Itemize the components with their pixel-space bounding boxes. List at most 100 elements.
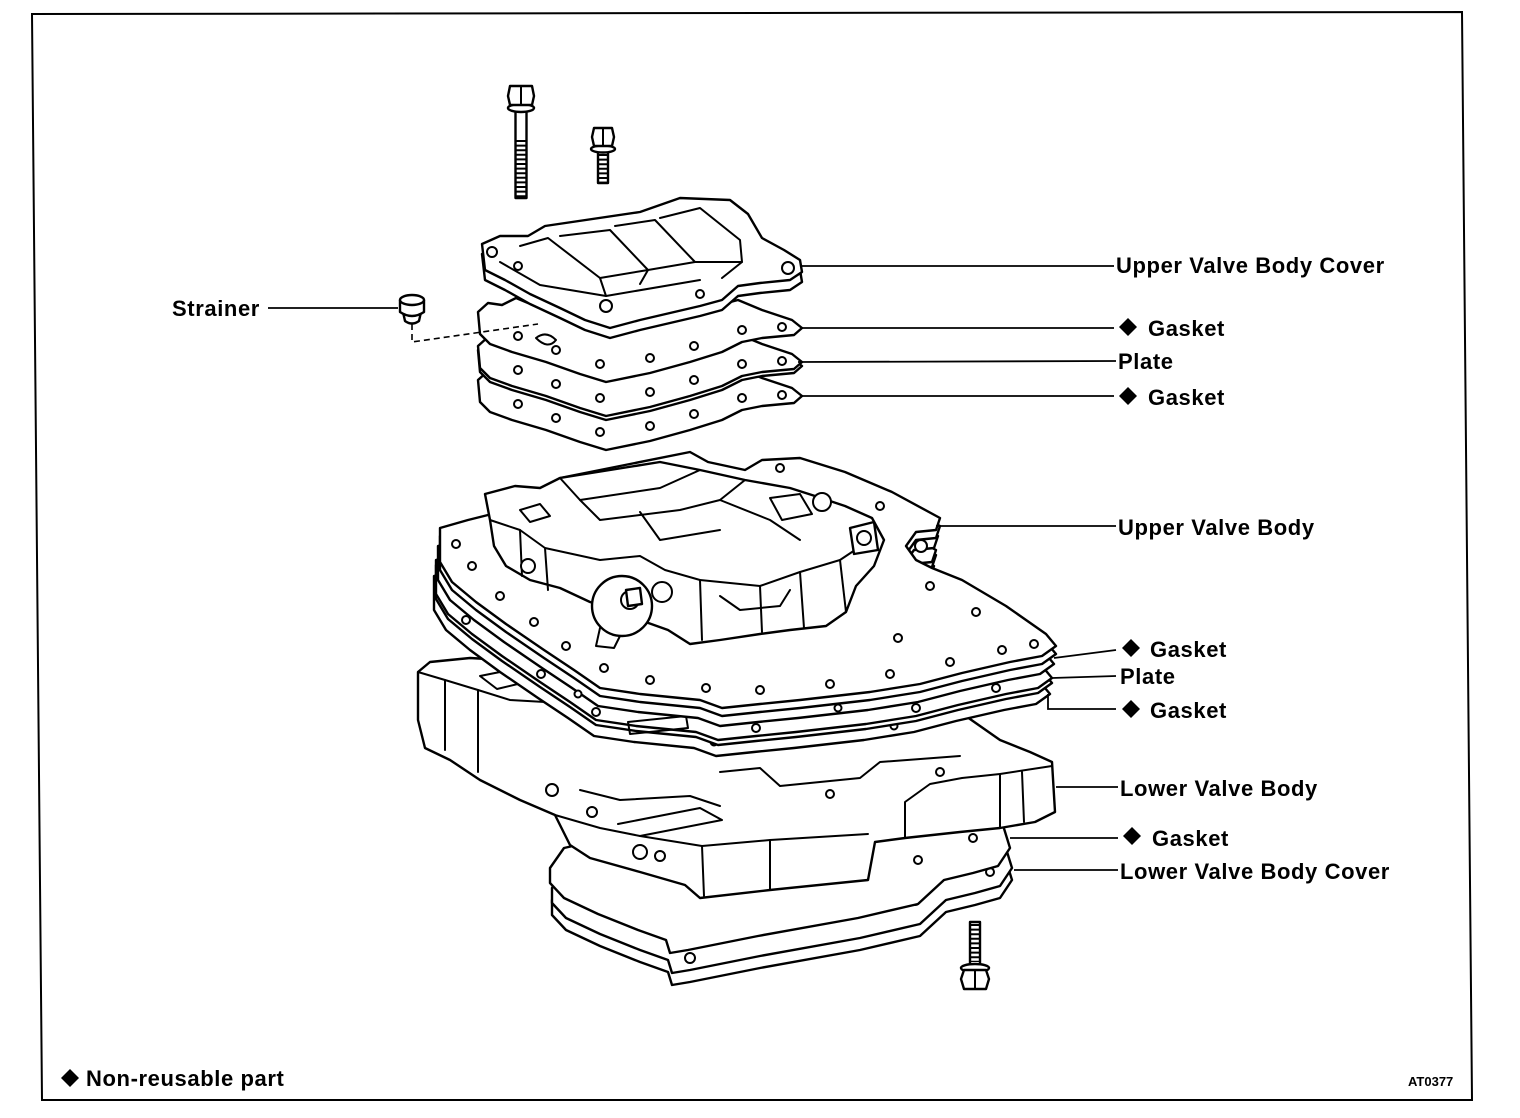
leader-line bbox=[1047, 694, 1116, 710]
bolt-hole bbox=[536, 669, 546, 679]
detail-line bbox=[519, 503, 551, 523]
lower-gasket-drawing bbox=[548, 802, 1012, 955]
detail-line bbox=[659, 207, 743, 279]
detail-line bbox=[559, 229, 649, 285]
callout-lower-valve-body-cover: Lower Valve Body Cover bbox=[1120, 859, 1390, 884]
bolt-hole bbox=[645, 421, 655, 431]
non-reusable-diamond-icon bbox=[61, 1069, 79, 1087]
bolt-hole bbox=[495, 591, 505, 601]
bolt-hole bbox=[573, 689, 583, 699]
bolt-hole bbox=[595, 393, 605, 403]
upper-valve-body-cover-drawing bbox=[480, 196, 804, 340]
detail-line bbox=[599, 261, 743, 279]
leader-lines bbox=[268, 265, 1118, 871]
detail-line bbox=[719, 499, 801, 541]
bolt-hole bbox=[689, 375, 699, 385]
lower-plate-drawing bbox=[434, 482, 1054, 747]
strainer-drawing bbox=[398, 293, 426, 325]
leader-line bbox=[1053, 649, 1117, 659]
bolt-hole bbox=[654, 850, 666, 862]
bolt-hole bbox=[595, 427, 605, 437]
bolt-hole bbox=[775, 463, 785, 473]
bolt-hole bbox=[461, 615, 471, 625]
bolt-hole bbox=[737, 393, 747, 403]
bolt-hole bbox=[513, 331, 523, 341]
bolt-hole bbox=[486, 246, 498, 258]
callout-lower-cover-gasket: Gasket bbox=[1152, 826, 1229, 851]
bolt-hole bbox=[689, 341, 699, 351]
strainer-top bbox=[398, 293, 426, 307]
non-reusable-diamond-icon bbox=[1119, 387, 1137, 405]
detail-line bbox=[799, 571, 805, 629]
non-reusable-diamond-icon bbox=[1122, 639, 1140, 657]
plate-cutout bbox=[627, 715, 689, 735]
port bbox=[520, 558, 536, 574]
bolt-hole bbox=[595, 359, 605, 369]
bolt-hole bbox=[925, 581, 935, 591]
figure-code: AT0377 bbox=[1408, 1074, 1453, 1089]
bolt-hole bbox=[885, 669, 895, 679]
callout-lower-valve-body: Lower Valve Body bbox=[1120, 776, 1318, 801]
bolt-hole bbox=[451, 539, 461, 549]
bolt-hole bbox=[529, 617, 539, 627]
bolt-hole bbox=[513, 365, 523, 375]
long-bolt-icon bbox=[506, 84, 536, 200]
bolt-hole bbox=[701, 683, 711, 693]
non-reusable-diamond-icon bbox=[1122, 700, 1140, 718]
bolt-hole bbox=[591, 707, 601, 717]
detail-line bbox=[535, 333, 557, 346]
bolt-hole bbox=[513, 261, 523, 271]
non-reusable-diamond-icon bbox=[1123, 827, 1141, 845]
bolt-hole bbox=[586, 806, 598, 818]
bottom-bolt-icon bbox=[959, 920, 991, 991]
bolt-shaft bbox=[514, 106, 528, 200]
legend: Non-reusable part bbox=[61, 1066, 284, 1091]
bolt-hole bbox=[513, 399, 523, 409]
upper-gasket-1-drawing bbox=[476, 296, 804, 384]
non-reusable-diamond-icon bbox=[1119, 318, 1137, 336]
upper-gasket-2-drawing bbox=[476, 364, 804, 452]
bolt-hole bbox=[825, 679, 835, 689]
bolt-hole bbox=[911, 703, 921, 713]
bolt-hole bbox=[914, 539, 928, 553]
bolt-hole bbox=[825, 789, 835, 799]
callout-lower-gasket-2: Gasket bbox=[1150, 698, 1227, 723]
bolt-hole bbox=[689, 409, 699, 419]
leader-line bbox=[797, 360, 1117, 363]
bolt-hole bbox=[737, 359, 747, 369]
detail-line bbox=[699, 579, 703, 641]
bolt-hole bbox=[684, 952, 696, 964]
bolt-hole bbox=[599, 663, 609, 673]
callout-lower-gasket-1: Gasket bbox=[1150, 637, 1227, 662]
bolt-hole bbox=[551, 379, 561, 389]
bolt-hole bbox=[645, 675, 655, 685]
bolt-hole bbox=[551, 345, 561, 355]
shaft-stud bbox=[624, 586, 644, 608]
bolt-hole bbox=[913, 855, 923, 865]
bolt-hole bbox=[945, 657, 955, 667]
bolt-hole bbox=[893, 633, 903, 643]
boss bbox=[651, 581, 673, 603]
bolt-hole bbox=[875, 501, 885, 511]
bolt-hole bbox=[467, 561, 477, 571]
bolt-hole bbox=[777, 322, 787, 332]
detail-line bbox=[1021, 771, 1025, 823]
detail-line bbox=[614, 219, 696, 263]
detail-line bbox=[579, 479, 746, 521]
bolt-hole bbox=[645, 387, 655, 397]
leader-line bbox=[1051, 675, 1117, 679]
strainer-location-dashed-line bbox=[411, 323, 539, 343]
lower-valve-body-drawing bbox=[416, 656, 1057, 900]
detail-line bbox=[595, 627, 621, 649]
detail-line bbox=[759, 585, 763, 633]
fitting-port bbox=[856, 530, 872, 546]
bolt-hole bbox=[777, 356, 787, 366]
detail-line bbox=[839, 559, 847, 613]
detail-line bbox=[639, 511, 721, 541]
bolt-hole bbox=[545, 783, 559, 797]
bolt-hole bbox=[551, 413, 561, 423]
detail-line bbox=[719, 589, 791, 611]
bolt-hole bbox=[645, 353, 655, 363]
callout-upper-valve-body-cover: Upper Valve Body Cover bbox=[1116, 253, 1385, 278]
